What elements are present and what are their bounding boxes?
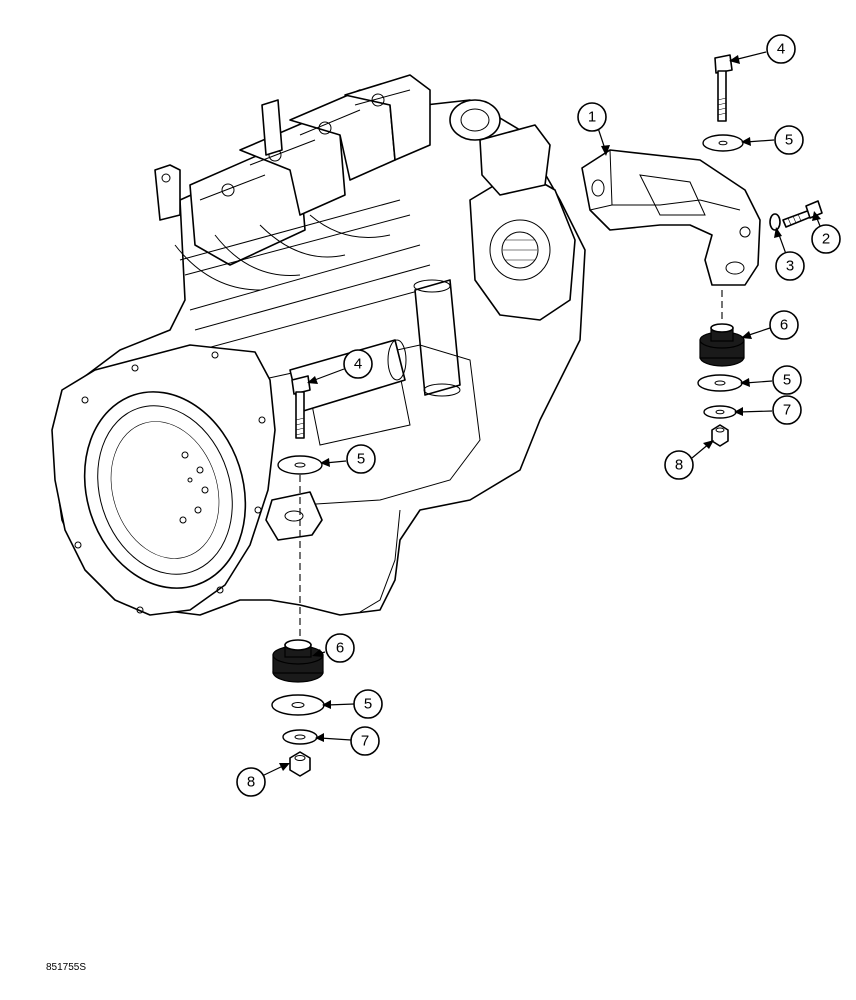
right-mount-bolt: [714, 54, 733, 122]
callout-washer-lower-left: 5: [322, 689, 383, 719]
callout-label: 2: [822, 231, 830, 248]
callout-lock-washer: 3: [774, 227, 805, 281]
callout-label: 5: [783, 372, 791, 389]
left-lower-washer: [271, 694, 325, 716]
left-small-washer: [282, 729, 318, 745]
callout-bracket-bolt: 2: [811, 211, 841, 254]
engine-mount-bracket: [581, 149, 761, 286]
callout-nut-right: 8: [664, 440, 714, 480]
figure-code: 851755S: [46, 962, 87, 973]
callout-label: 1: [588, 109, 596, 126]
left-nut: [289, 751, 311, 777]
right-top-washer: [702, 134, 744, 152]
callout-isolator-left: 6: [312, 633, 355, 663]
callout-label: 7: [783, 402, 791, 419]
callout-label: 5: [357, 451, 365, 468]
callout-top-bolt-left: 4: [307, 349, 373, 384]
callout-label: 8: [247, 774, 255, 791]
left-mount-stack: [271, 375, 325, 777]
callout-nut-left: 8: [236, 763, 290, 797]
callout-label: 7: [361, 733, 369, 750]
left-upper-washer: [277, 455, 323, 475]
callout-label: 5: [785, 132, 793, 149]
callout-washer-upper-right: 5: [741, 125, 804, 155]
callout-top-bolt-right: 4: [729, 34, 796, 64]
left-isolator: [272, 639, 324, 683]
callout-small-washer-right: 7: [734, 395, 802, 425]
callout-label: 4: [354, 356, 362, 373]
callout-washer-upper-left: 5: [320, 444, 376, 474]
callout-bracket: 1: [577, 102, 610, 156]
callout-washer-lower-right: 5: [740, 365, 802, 395]
callout-label: 5: [364, 696, 372, 713]
callout-label: 6: [336, 640, 344, 657]
callout-label: 8: [675, 457, 683, 474]
callout-label: 3: [786, 258, 794, 275]
left-mount-bolt: [291, 375, 311, 439]
right-small-washer: [703, 405, 737, 419]
right-mount-stack: [581, 54, 823, 447]
right-isolator: [699, 323, 745, 367]
right-nut: [711, 424, 729, 447]
callout-isolator-right: 6: [741, 310, 799, 340]
lock-washer: [769, 213, 781, 231]
callout-small-washer-left: 7: [315, 726, 380, 756]
callout-label: 4: [777, 41, 785, 58]
callout-label: 6: [780, 317, 788, 334]
right-lower-washer: [697, 374, 743, 392]
engine-illustration: [51, 74, 586, 616]
